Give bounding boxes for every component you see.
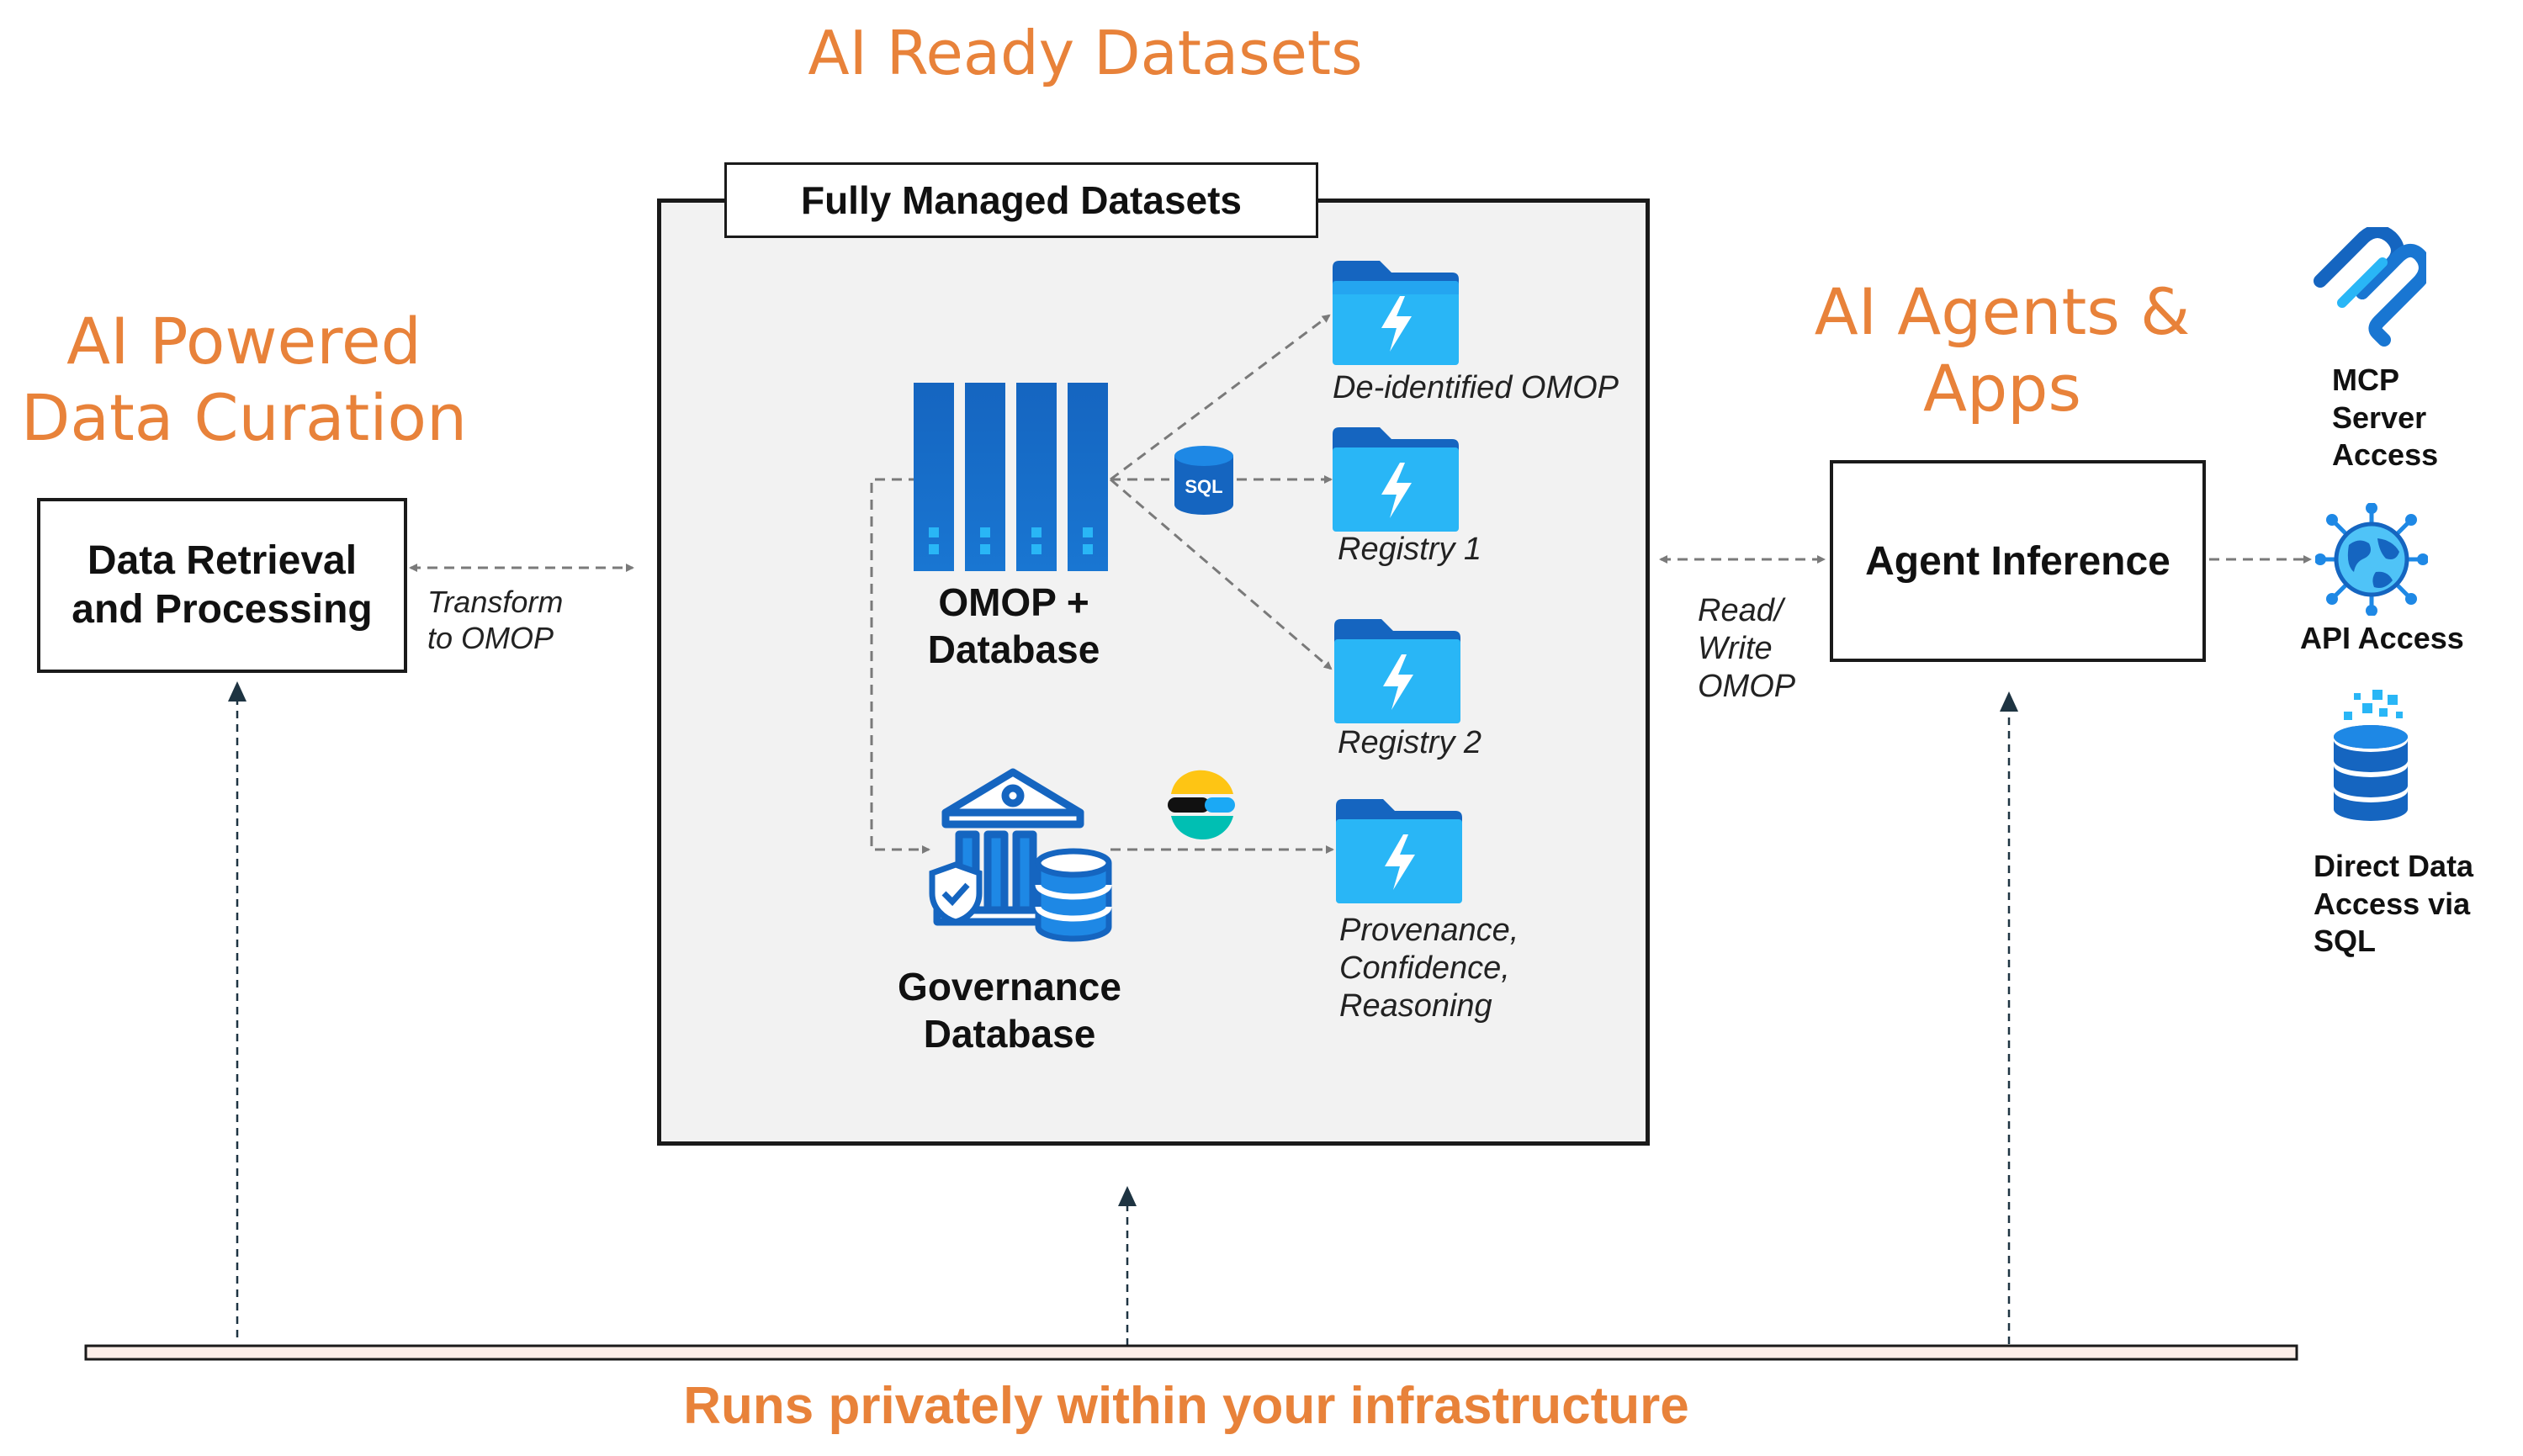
ai-powered-line2: Data Curation [20,380,468,456]
provenance-line3: Reasoning [1339,987,1492,1024]
read-write-line1: Read/ [1698,593,1784,628]
direct-data-label: Direct Data Access via SQL [2314,848,2473,961]
lightning-folder-icon [1336,799,1462,903]
read-write-label: Read/ Write OMOP [1698,592,1795,705]
mcp-icon [2314,227,2426,347]
ai-agents-title: AI Agents & Apps [1800,273,2204,426]
omop-line1: OMOP + [938,580,1089,624]
output-label-registry2: Registry 2 [1338,725,1482,760]
managed-datasets-header-text: Fully Managed Datasets [800,178,1243,222]
ai-agents-line1: AI Agents & [1814,274,2191,349]
output-label-registry1: Registry 1 [1338,532,1482,567]
mcp-line1: MCP [2332,363,2399,397]
omop-database-label: OMOP + Database [892,579,1136,673]
output-label-provenance: Provenance, Confidence, Reasoning [1339,912,1519,1024]
api-access-label: API Access [2300,621,2464,655]
provenance-line1: Provenance, [1339,913,1519,948]
ai-powered-line1: AI Powered [66,304,421,379]
database-stack-icon [2334,690,2408,821]
ai-ready-title: AI Ready Datasets [808,18,1363,88]
transform-line1: Transform [427,585,564,619]
lightning-folder-icon [1333,261,1459,365]
sql-icon: SQL [1174,446,1233,515]
direct-line3: SQL [2314,924,2377,959]
output-label-deidentified: De-identified OMOP [1333,370,1619,405]
ai-powered-title: AI Powered Data Curation [17,303,471,456]
transform-line2: to OMOP [427,621,554,656]
governance-database-label: Governance Database [867,963,1153,1057]
gov-line1: Governance [898,965,1121,1009]
lightning-folder-icon [1333,427,1459,532]
server-rack-icon [914,383,1108,571]
agent-inference-box: Agent Inference [1830,460,2206,662]
read-write-line3: OMOP [1698,668,1796,704]
mcp-line2: Server [2332,400,2427,435]
footer-text: Runs privately within your infrastructur… [683,1377,1689,1435]
mcp-label: MCP Server Access [2332,362,2438,474]
data-retrieval-box: Data Retrieval and Processing [37,498,407,673]
globe-api-icon [2315,503,2428,616]
lightning-folder-icon [1334,619,1460,723]
transform-label: Transform to OMOP [427,584,563,656]
managed-datasets-header: Fully Managed Datasets [724,162,1318,238]
shield-check-icon [929,861,983,925]
direct-line1: Direct Data [2314,849,2474,883]
data-retrieval-line2: and Processing [72,587,373,632]
data-retrieval-line1: Data Retrieval [87,538,358,584]
gov-line2: Database [923,1012,1096,1056]
provenance-line2: Confidence, [1339,950,1510,986]
agent-inference-label: Agent Inference [1865,538,2171,584]
read-write-line2: Write [1698,630,1773,666]
sql-badge-text: SQL [1185,476,1222,497]
omop-line2: Database [927,627,1100,672]
mcp-line3: Access [2332,437,2439,473]
ai-agents-line2: Apps [1922,351,2082,426]
bank-database-icon [933,768,1112,942]
direct-line2: Access via [2314,886,2471,921]
managed-datasets-panel [657,199,1650,1146]
elastic-icon [1168,770,1235,839]
